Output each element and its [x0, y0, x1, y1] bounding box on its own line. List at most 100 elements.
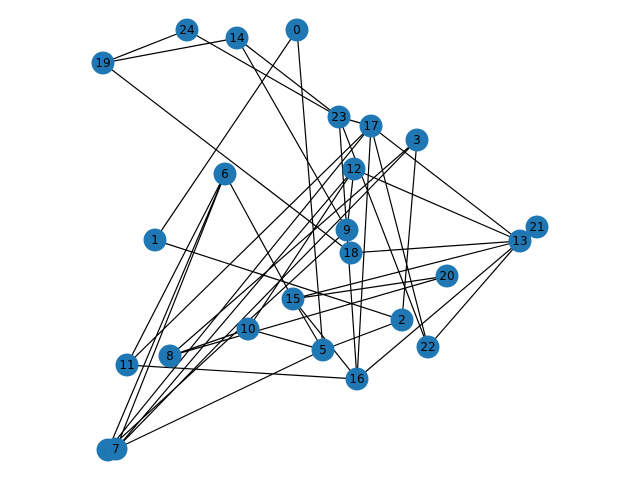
edge-5-7: [115, 349, 324, 450]
node-circle-17: [359, 114, 383, 138]
node-label-7: 7: [112, 442, 120, 456]
node-label-16: 16: [349, 372, 364, 386]
edge-12-10: [247, 168, 355, 330]
node-11: 11: [115, 353, 139, 377]
node-circle-13: [508, 229, 532, 253]
node-label-12: 12: [346, 162, 361, 176]
node-21: 21: [525, 215, 549, 239]
node-circle-22: [416, 335, 440, 359]
edge-0-1: [154, 29, 298, 241]
edge-17-22: [370, 125, 429, 348]
node-circle-14: [225, 26, 249, 50]
edge-19-24: [102, 29, 188, 64]
node-20: 20: [435, 264, 459, 288]
node-label-2: 2: [398, 313, 406, 327]
node-circle-15: [281, 287, 305, 311]
edge-0-5: [296, 29, 324, 351]
node-14: 14: [225, 26, 249, 50]
node-label-10: 10: [240, 322, 255, 336]
edge-10-8: [169, 328, 249, 357]
node-circle-3: [405, 128, 429, 152]
node-label-23: 23: [331, 110, 346, 124]
node-5: 5: [311, 338, 335, 362]
node-label-20: 20: [439, 269, 454, 283]
edge-17-4: [107, 125, 372, 451]
edge-14-9: [236, 37, 348, 231]
node-circle-18: [339, 241, 363, 265]
node-label-19: 19: [95, 56, 110, 70]
node-23: 23: [327, 105, 351, 129]
edge-14-23: [236, 37, 340, 118]
node-circle-9: [335, 218, 359, 242]
node-circle-20: [435, 264, 459, 288]
edge-13-16: [356, 240, 521, 380]
node-label-0: 0: [293, 23, 301, 37]
node-22: 22: [416, 335, 440, 359]
node-18: 18: [339, 241, 363, 265]
edge-17-11: [126, 125, 372, 366]
edge-23-22: [338, 116, 429, 348]
node-label-5: 5: [319, 343, 327, 357]
node-17: 17: [359, 114, 383, 138]
node-circle-16: [345, 367, 369, 391]
node-circle-19: [91, 51, 115, 75]
node-layer: 0123456789101112131415161718192021222324: [91, 18, 549, 462]
node-15: 15: [281, 287, 305, 311]
node-7: 7: [104, 437, 128, 461]
node-3: 3: [405, 128, 429, 152]
node-label-9: 9: [343, 223, 351, 237]
node-6: 6: [213, 162, 237, 186]
edge-3-2: [401, 139, 418, 321]
edge-6-11: [126, 173, 226, 366]
node-label-17: 17: [363, 119, 378, 133]
edge-layer: [102, 29, 521, 451]
node-label-3: 3: [413, 133, 421, 147]
node-label-15: 15: [285, 292, 300, 306]
node-10: 10: [236, 317, 260, 341]
node-circle-0: [285, 18, 309, 42]
node-circle-11: [115, 353, 139, 377]
edge-19-14: [102, 37, 238, 64]
node-label-24: 24: [179, 23, 194, 37]
edge-3-7: [115, 139, 418, 450]
edge-11-16: [126, 364, 358, 380]
edge-13-15: [292, 240, 521, 300]
edge-6-7: [115, 173, 226, 450]
edge-20-15: [292, 275, 448, 300]
node-24: 24: [175, 18, 199, 42]
node-circle-10: [236, 317, 260, 341]
edge-12-13: [353, 168, 521, 242]
node-16: 16: [345, 367, 369, 391]
node-label-6: 6: [221, 167, 229, 181]
edge-18-13: [350, 240, 521, 254]
node-13: 13: [508, 229, 532, 253]
node-19: 19: [91, 51, 115, 75]
node-circle-1: [143, 228, 167, 252]
node-label-18: 18: [343, 246, 358, 260]
edge-10-5: [247, 328, 324, 351]
node-1: 1: [143, 228, 167, 252]
edge-2-5: [322, 319, 403, 351]
node-label-8: 8: [166, 349, 174, 363]
node-circle-8: [158, 344, 182, 368]
edge-6-4: [107, 173, 226, 451]
node-circle-12: [342, 157, 366, 181]
edge-20-8: [169, 275, 448, 357]
edge-12-7: [115, 168, 355, 450]
node-circle-21: [525, 215, 549, 239]
node-circle-7: [104, 437, 128, 461]
edge-13-22: [427, 240, 521, 348]
node-circle-2: [390, 308, 414, 332]
node-2: 2: [390, 308, 414, 332]
edge-19-18: [102, 62, 352, 254]
edge-3-8: [169, 139, 418, 357]
node-0: 0: [285, 18, 309, 42]
node-label-1: 1: [151, 233, 159, 247]
node-circle-5: [311, 338, 335, 362]
node-label-22: 22: [420, 340, 435, 354]
node-label-11: 11: [119, 358, 134, 372]
node-circle-23: [327, 105, 351, 129]
node-circle-24: [175, 18, 199, 42]
node-9: 9: [335, 218, 359, 242]
